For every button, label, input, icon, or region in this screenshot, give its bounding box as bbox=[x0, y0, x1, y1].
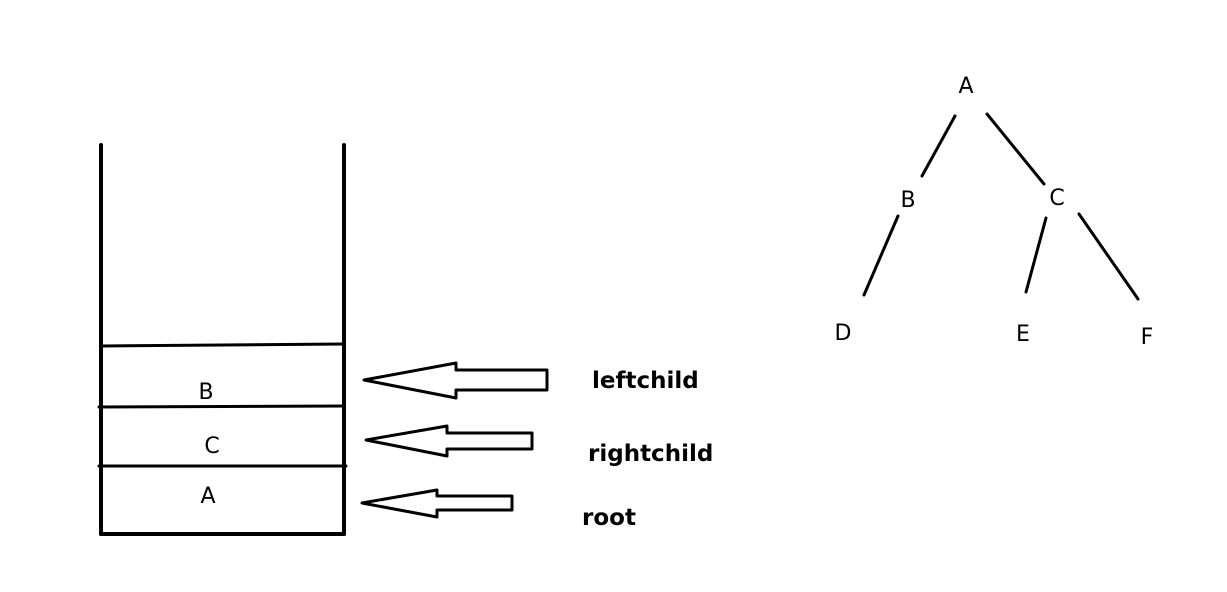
stack-divider-top bbox=[99, 342, 346, 348]
arrow-root bbox=[360, 488, 514, 519]
tree-node-a: A bbox=[958, 74, 973, 99]
pointer-labels: leftchild rightchild root bbox=[582, 368, 713, 531]
pointer-label-root: root bbox=[582, 505, 636, 531]
pointer-label-leftchild: leftchild bbox=[592, 368, 699, 394]
tree-edge-b-d bbox=[862, 214, 900, 297]
stack-cell-b: B bbox=[198, 380, 213, 405]
tree-node-e: E bbox=[1016, 322, 1030, 347]
pointer-arrows bbox=[360, 361, 549, 519]
arrow-leftchild bbox=[362, 361, 549, 400]
tree-node-f: F bbox=[1141, 325, 1154, 350]
stack-cell-a: A bbox=[200, 484, 215, 509]
tree-edge-c-f bbox=[1077, 212, 1140, 301]
tree-edge-a-c bbox=[985, 112, 1046, 186]
stack-cell-c: C bbox=[204, 434, 219, 459]
stack-divider-middle bbox=[97, 404, 346, 409]
tree-node-d: D bbox=[835, 321, 852, 346]
tree-edge-a-b bbox=[920, 114, 957, 178]
pointer-label-rightchild: rightchild bbox=[588, 441, 713, 467]
tree-node-c: C bbox=[1049, 186, 1064, 211]
tree-edge-c-e bbox=[1024, 216, 1048, 294]
arrow-rightchild bbox=[364, 424, 534, 458]
stack: B C A bbox=[97, 143, 348, 536]
binary-tree: A B C D E F bbox=[835, 74, 1154, 350]
tree-node-b: B bbox=[900, 188, 915, 213]
